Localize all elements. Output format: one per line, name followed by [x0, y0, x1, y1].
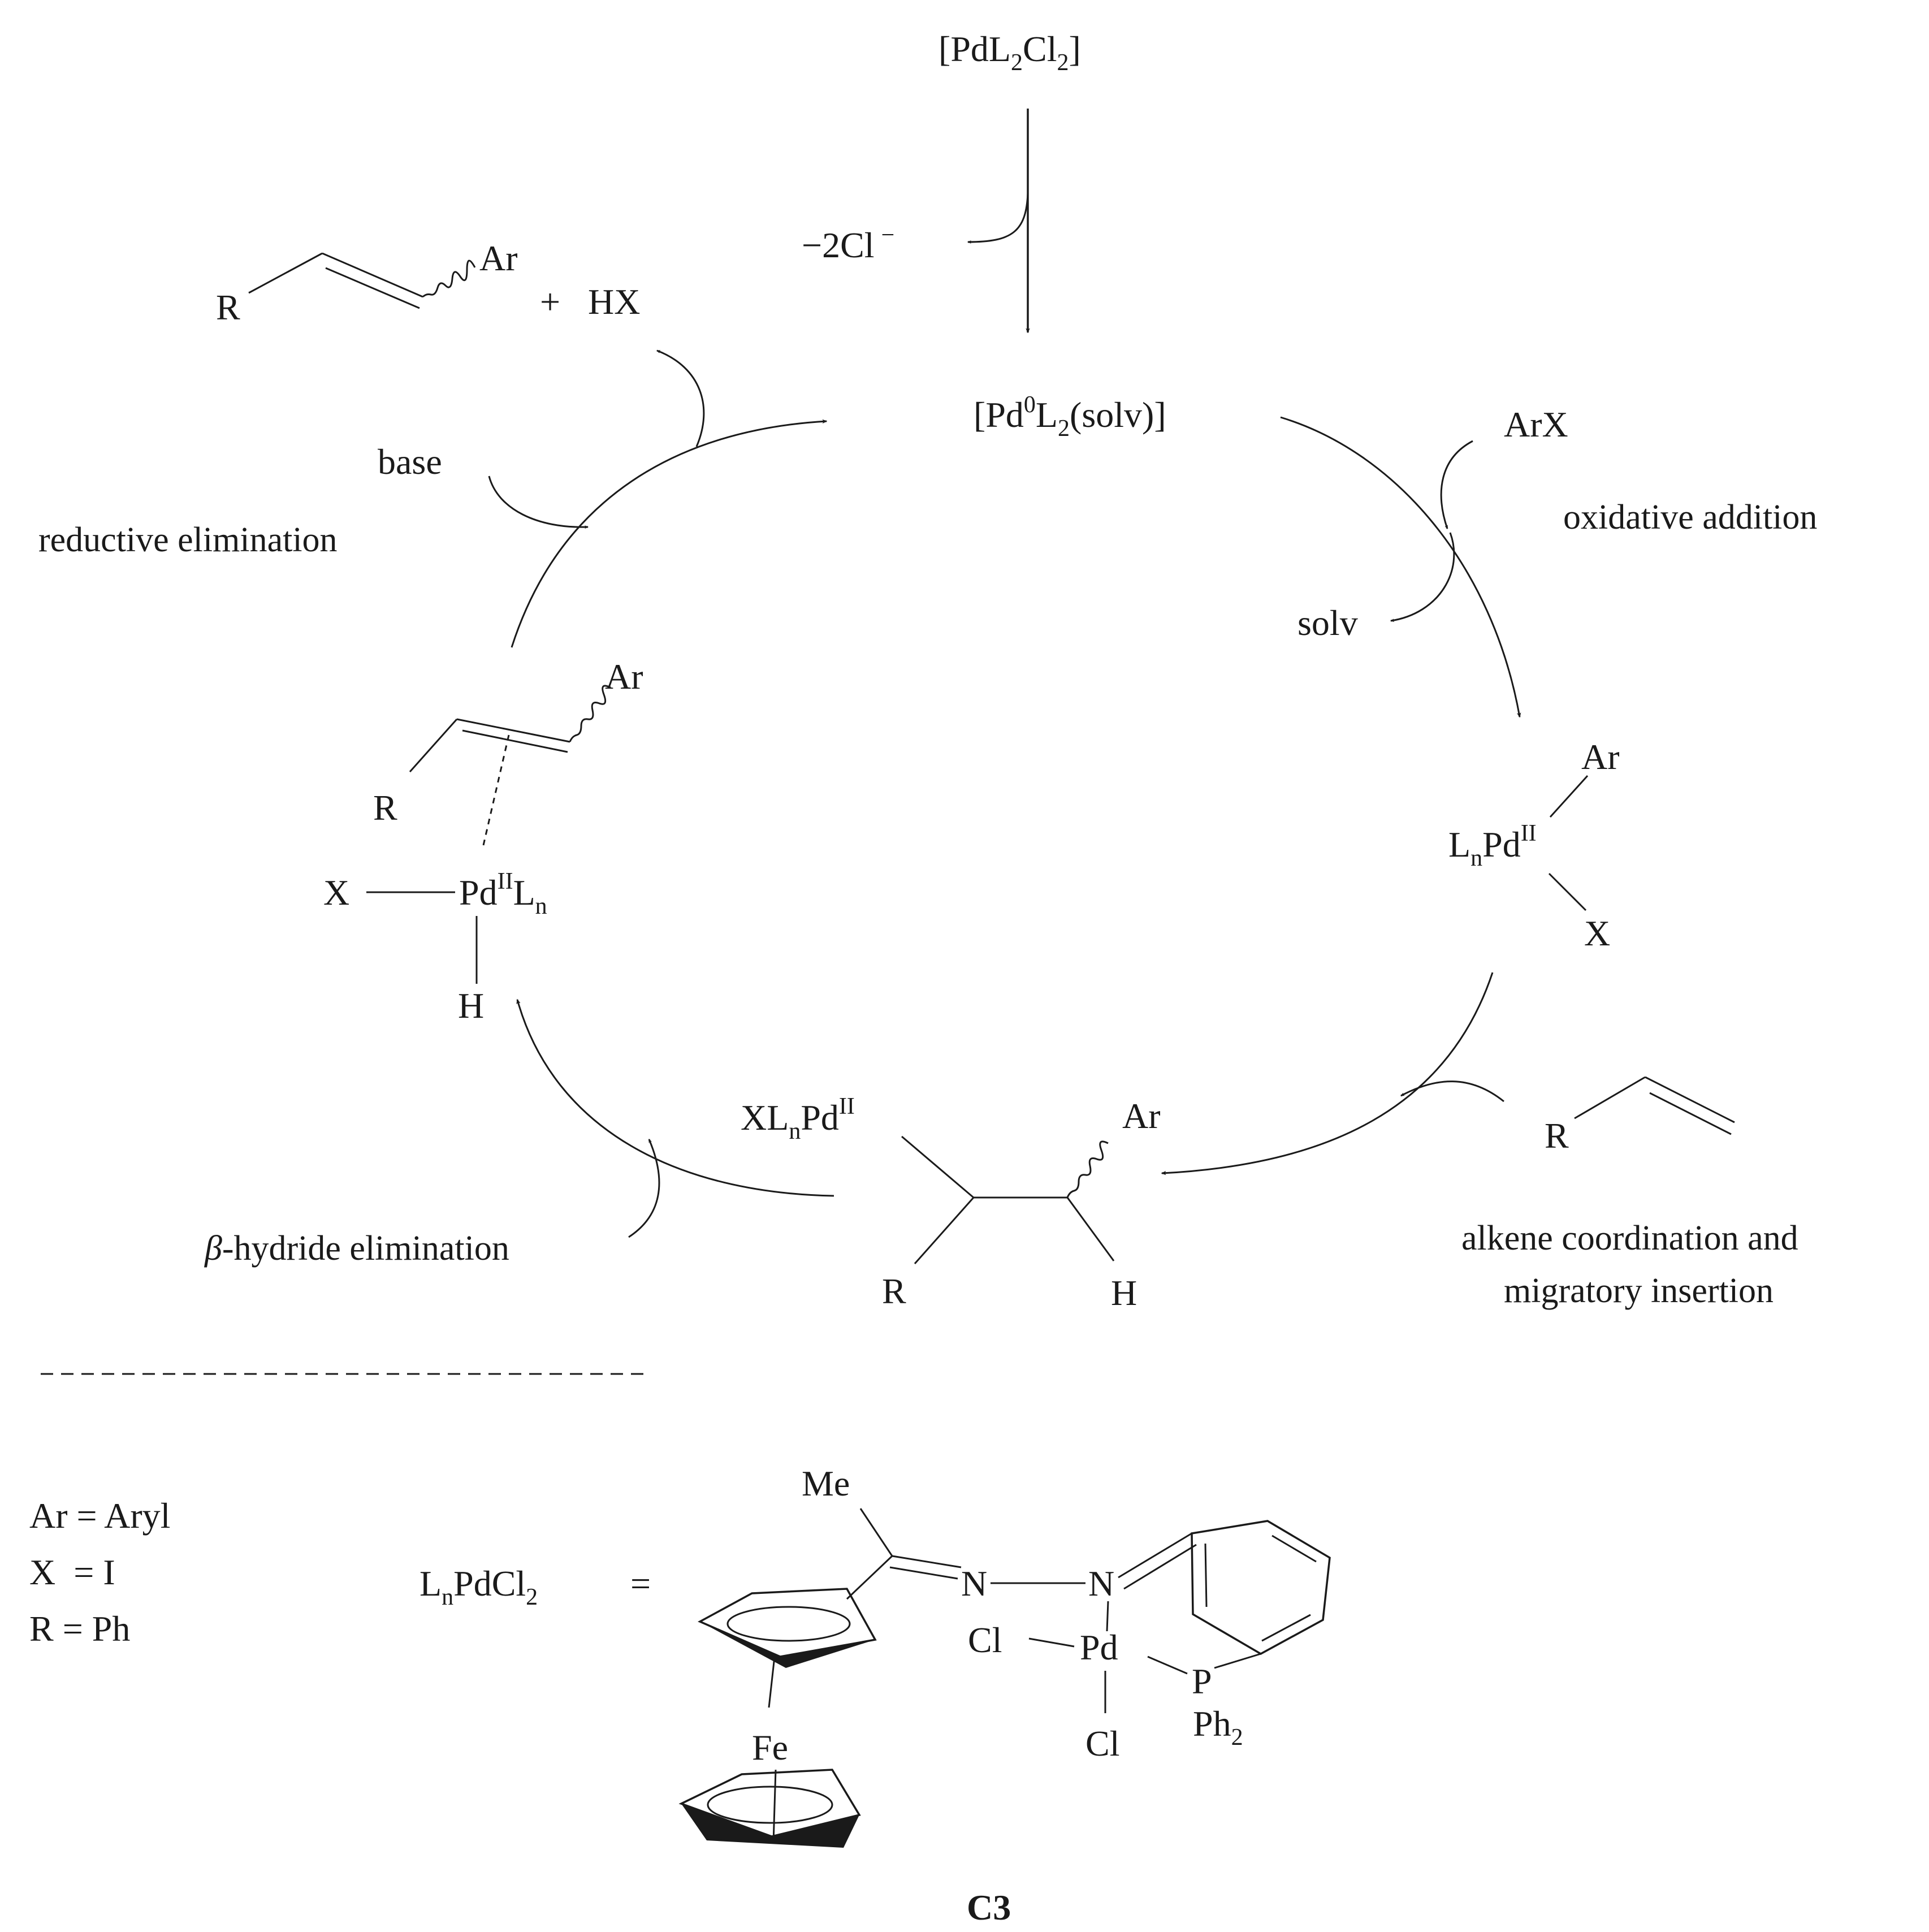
svg-text:HX: HX — [588, 282, 640, 322]
cycle-arc-beta-hydride — [516, 999, 834, 1197]
svg-text:R: R — [216, 287, 240, 327]
legend-r: R = Ph — [29, 1609, 130, 1649]
beta-hydride-entry-arrow — [628, 1138, 660, 1238]
svg-text:Ar: Ar — [1581, 737, 1620, 777]
svg-text:N: N — [961, 1563, 987, 1603]
aryl-pd-halide-intermediate: Ar LnPdII X — [1448, 737, 1620, 953]
svg-text:Ph2: Ph2 — [1193, 1704, 1243, 1751]
svg-text:+: + — [540, 282, 560, 322]
ligand-formula: LnPdCl2 — [419, 1563, 538, 1610]
svg-text:R: R — [373, 788, 397, 828]
base-reagent: base — [378, 442, 442, 482]
svg-text:N: N — [1088, 1563, 1114, 1603]
pd-hydride-alkene-complex: Ar R X PdIILn H — [323, 656, 643, 1026]
step-alkene-line2: migratory insertion — [1504, 1272, 1774, 1310]
insertion-intermediate: XLnPdII Ar R H — [741, 1093, 1161, 1313]
svg-text:X: X — [1584, 913, 1610, 953]
arx-reagent: ArX — [1504, 404, 1568, 444]
cycle-arc-reductive-elimination — [511, 419, 828, 648]
cycle-arc-oxidative-addition — [1280, 416, 1521, 718]
solv-byproduct: solv — [1297, 603, 1358, 643]
svg-text:Ar: Ar — [479, 238, 518, 278]
base-entry-arrow — [488, 476, 589, 529]
stilbene-product: R Ar + HX — [216, 238, 640, 327]
svg-text:LnPdII: LnPdII — [1448, 820, 1537, 871]
step-alkene-line1: alkene coordination and — [1461, 1219, 1798, 1257]
pd0-catalyst-label: [Pd0L2(solv)] — [974, 392, 1166, 442]
svg-text:X: X — [323, 872, 349, 913]
arx-entry-arrow — [1440, 440, 1473, 530]
chloride-loss-arrow — [967, 193, 1029, 244]
svg-text:H: H — [1111, 1273, 1137, 1313]
alkene-entry-arrow — [1400, 1080, 1504, 1103]
svg-text:XLnPdII: XLnPdII — [741, 1093, 855, 1144]
svg-text:Cl: Cl — [968, 1620, 1002, 1660]
solv-exit-arrow — [1390, 532, 1455, 622]
legend-ar: Ar = Aryl — [29, 1496, 170, 1536]
svg-text:H: H — [458, 986, 484, 1026]
svg-text:R: R — [882, 1271, 906, 1311]
cycle-arc-migratory-insertion — [1161, 972, 1494, 1175]
step-reductive-elimination: reductive elimination — [38, 521, 338, 559]
ligand-equals: = — [630, 1563, 651, 1603]
svg-text:PdIILn: PdIILn — [459, 868, 547, 919]
svg-text:Cl: Cl — [1085, 1723, 1119, 1764]
precatalyst-label: [PdL2Cl2] — [938, 29, 1081, 76]
step-beta-hydride: β-hydride elimination — [204, 1229, 509, 1268]
svg-text:Ar: Ar — [1122, 1096, 1161, 1136]
svg-text:Fe: Fe — [752, 1727, 788, 1767]
svg-text:P: P — [1192, 1661, 1212, 1701]
svg-text:R: R — [1545, 1116, 1569, 1156]
product-exit-arrow — [656, 349, 705, 447]
legend-x: X = I — [29, 1552, 115, 1592]
chloride-loss-label: −2Cl− — [802, 222, 894, 265]
svg-text:Ar: Ar — [605, 656, 643, 697]
styrene-reagent: R — [1545, 1076, 1735, 1156]
step-oxidative-addition: oxidative addition — [1563, 498, 1817, 537]
complex-c3-structure: Fe Me N N Pd Cl P Ph2 Cl — [678, 1463, 1331, 1848]
svg-text:Pd: Pd — [1080, 1627, 1118, 1667]
complex-c3-label: C3 — [967, 1887, 1011, 1927]
svg-text:Me: Me — [802, 1463, 850, 1503]
